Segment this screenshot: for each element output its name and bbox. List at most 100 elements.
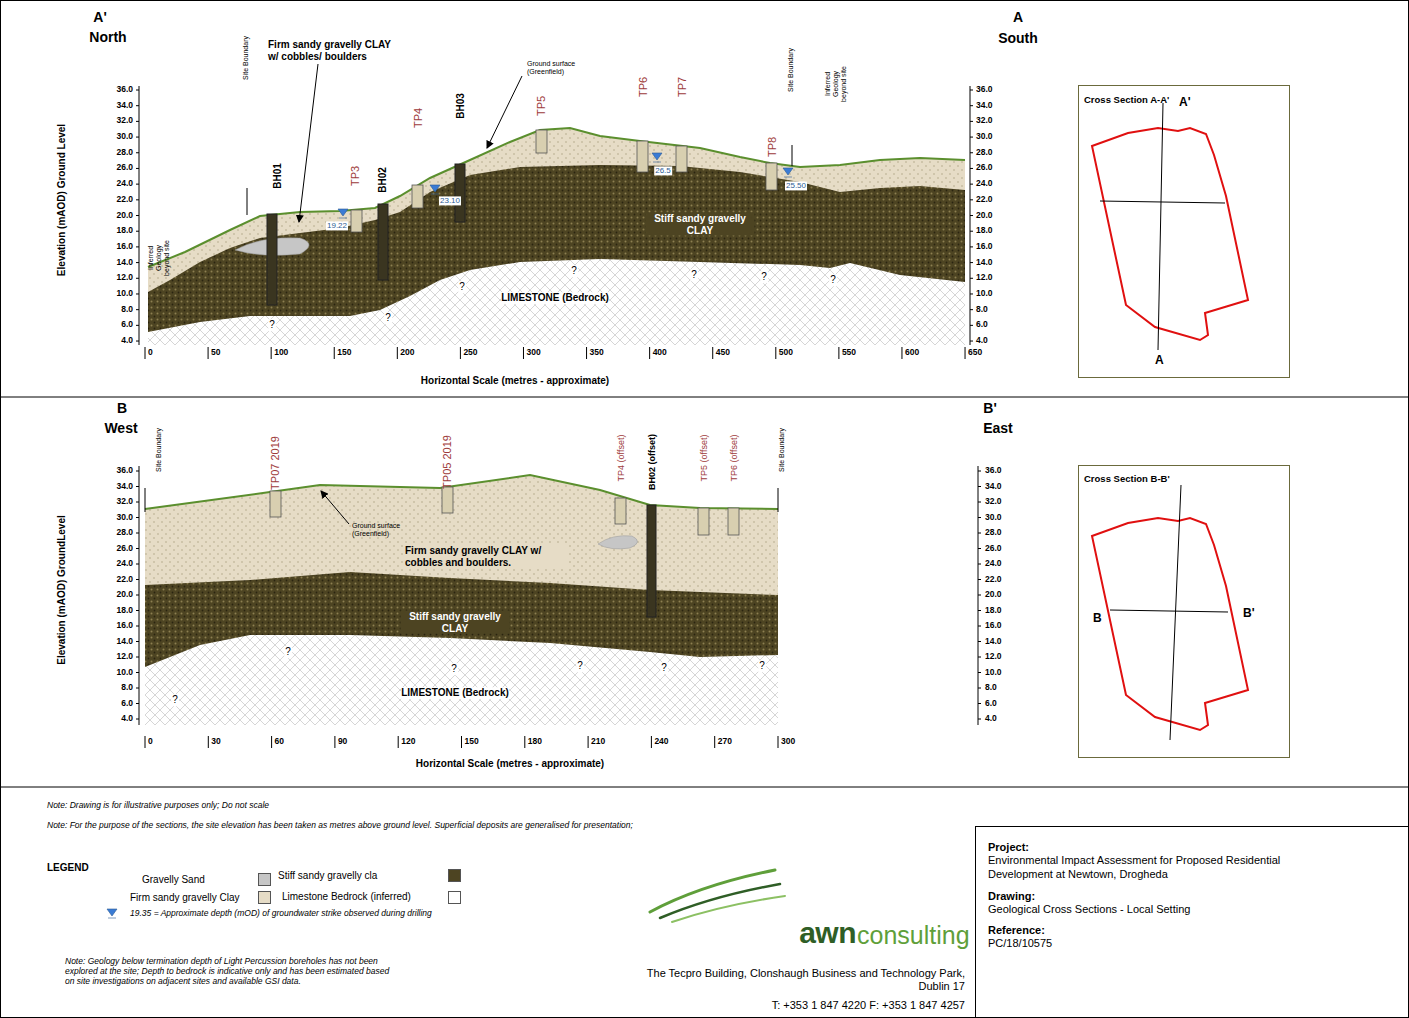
section-end-label: A	[1155, 354, 1164, 368]
section-a	[766, 163, 777, 190]
axis-tick	[586, 347, 587, 359]
axis-number: 20.0	[116, 211, 133, 221]
logo-text: awn	[799, 916, 856, 951]
section-a	[148, 165, 965, 345]
axis-tick	[978, 657, 981, 658]
axis-number: 16.0	[976, 242, 993, 252]
address-text: The Tecpro Building, Clonshaugh Business…	[625, 967, 965, 992]
section-label: LIMESTONE (Bedrock)	[401, 687, 509, 699]
section-a	[455, 164, 465, 222]
section-label: LEGEND	[47, 862, 89, 874]
groundwater-level: 26.5	[654, 166, 672, 175]
location-insets	[1100, 201, 1225, 203]
axis-tick	[838, 347, 839, 359]
axis-number: 18.0	[116, 226, 133, 236]
axis-tick	[712, 347, 713, 359]
legend-swatch	[448, 891, 461, 904]
axis-tick	[398, 736, 399, 748]
test-pit-label: TP05 2019	[441, 435, 454, 489]
axis-tick	[136, 486, 139, 487]
axis-tick	[136, 719, 139, 720]
axis-number: 36.0	[976, 85, 993, 95]
note-label: Ground surface (Greenfield)	[352, 522, 414, 538]
section-a	[431, 194, 439, 195]
field-value: PC/18/10575	[988, 936, 1288, 950]
axis-number: 32.0	[976, 116, 993, 126]
section-a	[430, 185, 440, 192]
axis-number: 34.0	[116, 101, 133, 111]
axis-number: 28.0	[116, 148, 133, 158]
axis-tick	[978, 641, 981, 642]
axis-tick	[970, 121, 973, 122]
section-a	[536, 130, 547, 153]
axis-number: 650	[968, 348, 982, 358]
axis-tick	[334, 736, 335, 748]
section-b	[270, 491, 281, 517]
axis-number: 10.0	[985, 668, 1002, 678]
axis-tick	[978, 719, 981, 720]
axis-tick	[334, 347, 335, 359]
axis-number: 6.0	[985, 699, 997, 709]
axis-tick	[136, 325, 139, 326]
axis-tick	[136, 278, 139, 279]
axis-tick	[970, 184, 973, 185]
axis-tick	[970, 341, 973, 342]
legend-text: Gravelly Sand	[142, 874, 205, 886]
axis-tick	[978, 502, 981, 503]
axis-tick	[901, 347, 902, 359]
stratum-label: Stiff sandy gravelly CLAY	[646, 213, 755, 236]
section-label: Horizontal Scale (metres - approximate)	[416, 758, 604, 770]
location-insets	[1170, 485, 1181, 740]
axis-number: 6.0	[976, 320, 988, 330]
location-insets	[1092, 128, 1248, 340]
axis-tick	[136, 293, 139, 294]
axis-tick	[136, 199, 139, 200]
section-a	[351, 210, 362, 232]
uncertainty-mark: ?	[576, 660, 584, 672]
axis-tick	[970, 215, 973, 216]
legend-swatch	[448, 869, 461, 882]
axis-number: 0	[148, 737, 153, 747]
axis-tick	[136, 657, 139, 658]
uncertainty-mark: ?	[758, 660, 766, 672]
axis-tick	[136, 595, 139, 596]
groundwater-legend-symbol	[107, 909, 117, 916]
section-b	[442, 487, 453, 513]
section-b	[270, 487, 739, 535]
test-pit-label: TP6	[637, 77, 650, 97]
section-a	[339, 218, 347, 219]
axis-number: 250	[463, 348, 477, 358]
axis-number: 12.0	[985, 652, 1002, 662]
axis-tick	[136, 121, 139, 122]
axis-number: 26.0	[985, 544, 1002, 554]
axis-tick	[970, 90, 973, 91]
axis-number: 12.0	[976, 273, 993, 283]
uncertainty-mark: ?	[570, 265, 578, 277]
axis-tick	[397, 347, 398, 359]
section-label: LIMESTONE (Bedrock)	[501, 292, 609, 304]
axis-number: 550	[842, 348, 856, 358]
axis-tick	[136, 548, 139, 549]
axis-number: 12.0	[116, 652, 133, 662]
axis-tick	[978, 672, 981, 673]
axis-tick	[970, 309, 973, 310]
axis-number: 4.0	[976, 336, 988, 346]
note-label: Inferred Geology beyond site	[824, 59, 848, 109]
location-inset: Cross Section B-B'BB'	[1078, 465, 1290, 758]
axis-number: 34.0	[116, 482, 133, 492]
section-b	[615, 498, 626, 524]
location-inset: Cross Section A-A'A'A	[1078, 85, 1290, 378]
field-value: Environmental Impact Assessment for Prop…	[988, 853, 1288, 882]
axis-number: 34.0	[985, 482, 1002, 492]
axis-number: 24.0	[985, 559, 1002, 569]
section-end-label: B'	[983, 400, 996, 416]
section-b	[145, 635, 778, 725]
axis-tick	[461, 736, 462, 748]
axis-number: 22.0	[116, 575, 133, 585]
axis-number: 350	[590, 348, 604, 358]
uncertainty-mark: ?	[450, 663, 458, 675]
axis-tick	[978, 703, 981, 704]
axis-tick	[970, 293, 973, 294]
axis-number: 36.0	[985, 466, 1002, 476]
